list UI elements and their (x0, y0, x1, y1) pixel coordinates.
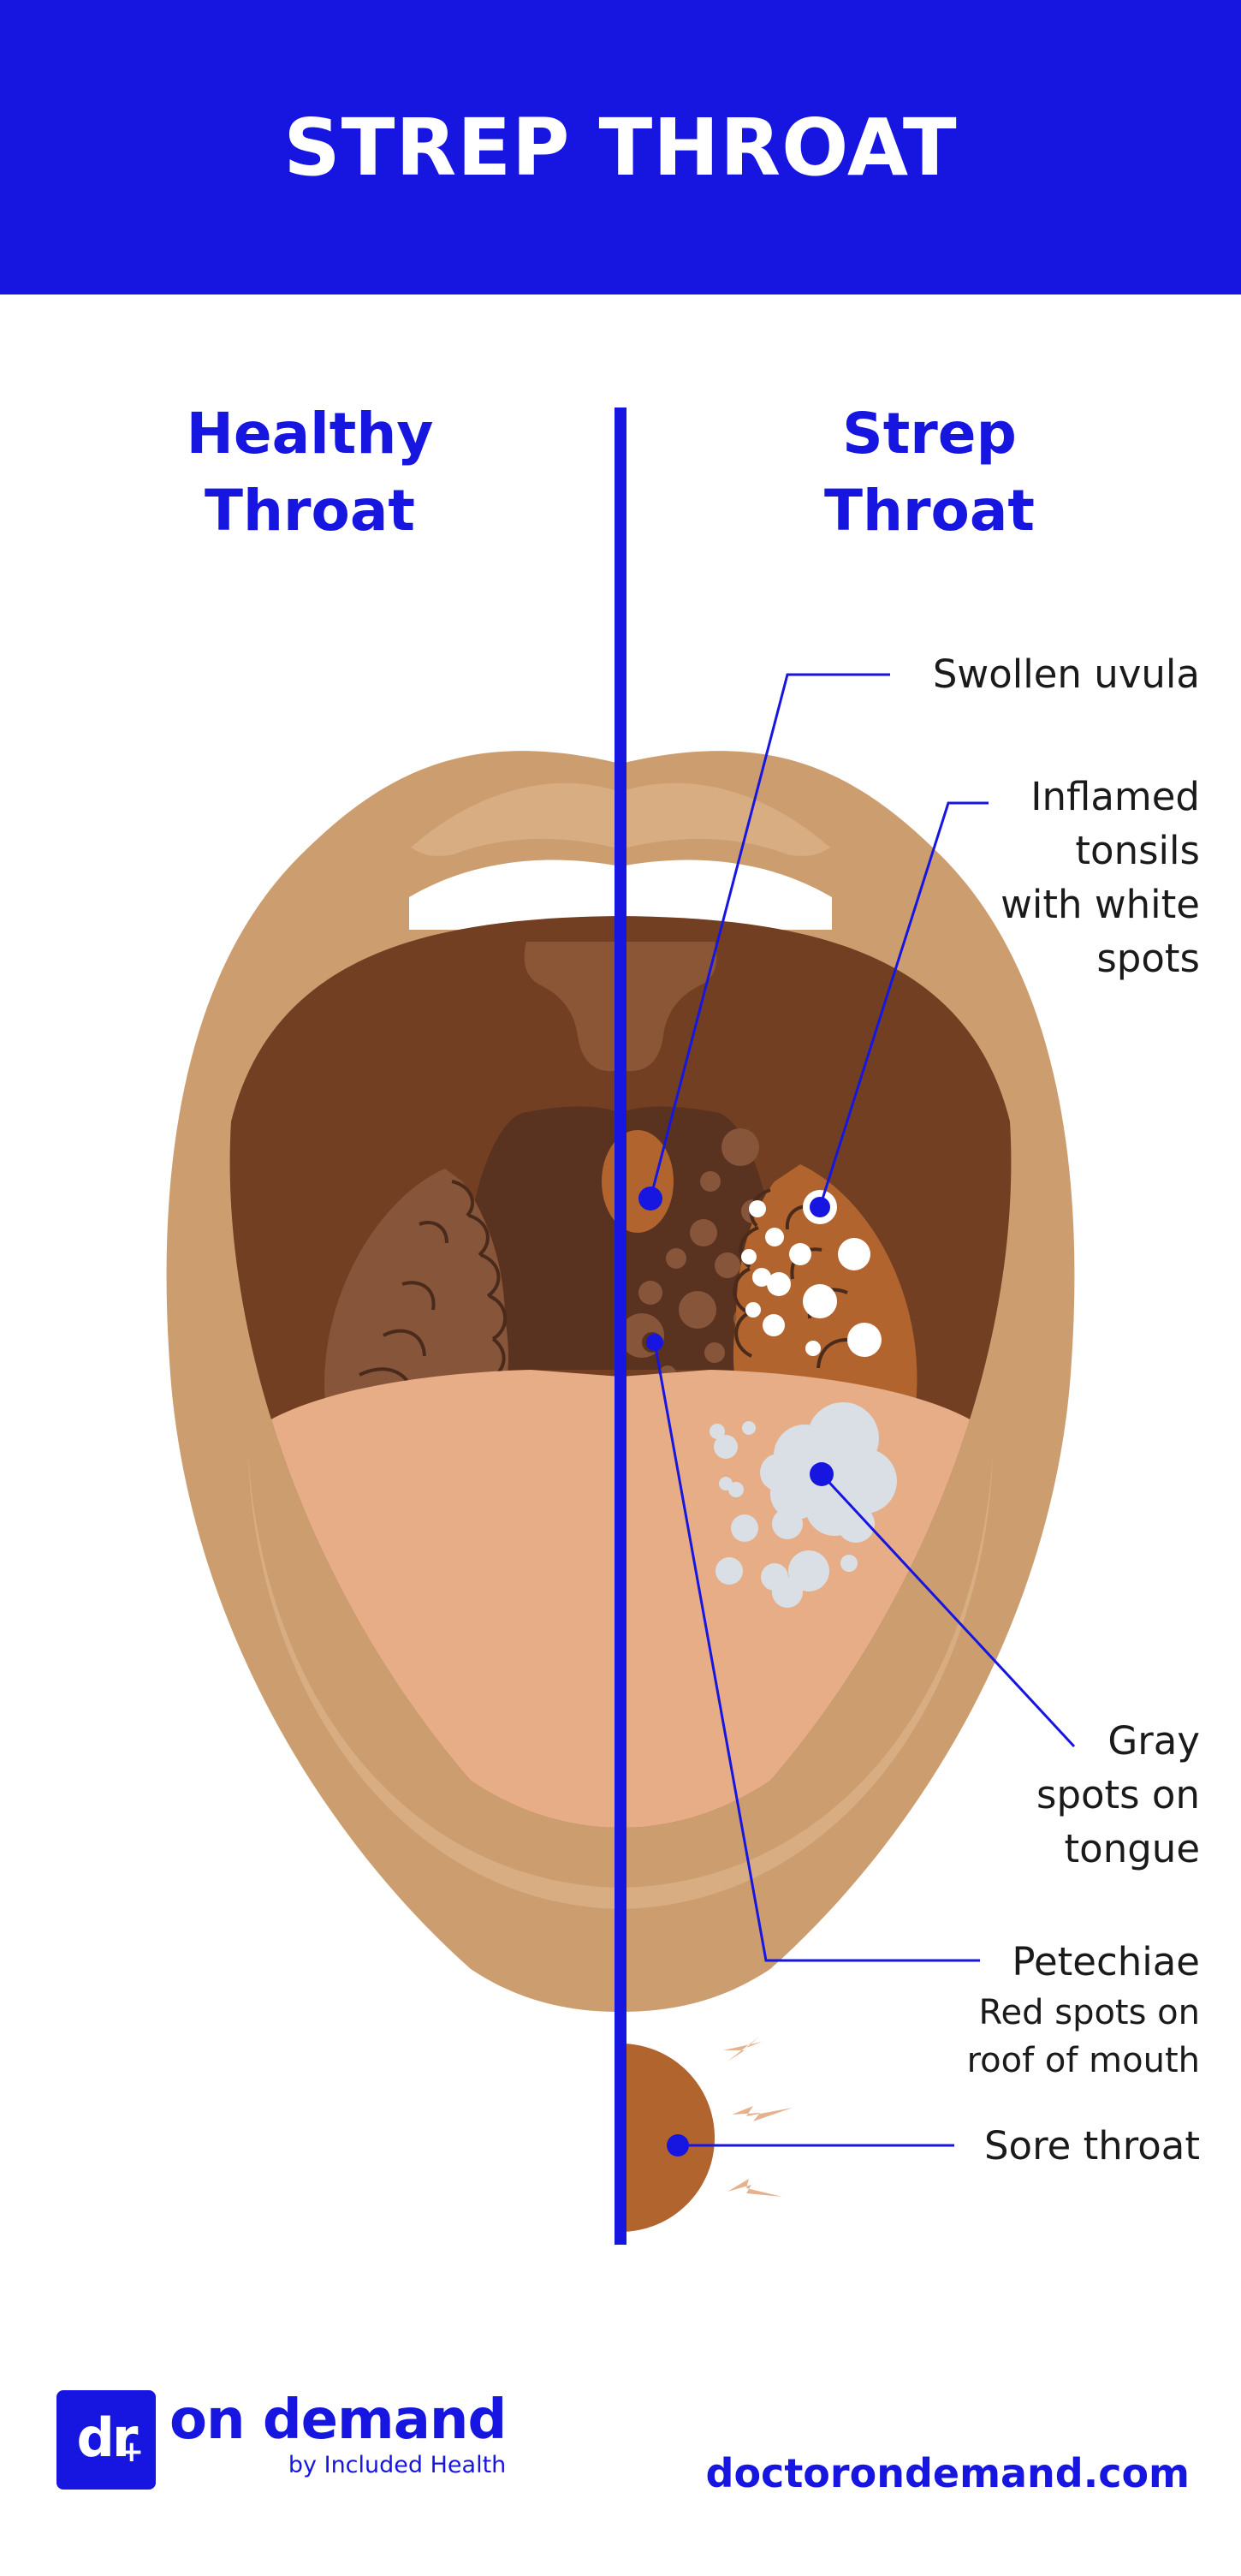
petechiae-line2: Red spots on (978, 1993, 1200, 2032)
healthy-tonsil-folds (359, 1180, 508, 1396)
tonsil-white-spots (741, 1190, 882, 1357)
logo-mark-text: dr (76, 2406, 139, 2469)
label-sore-throat: Sore throat (984, 2119, 1200, 2173)
callout-gray-spots (820, 1472, 1076, 1748)
callout-swollen-uvula (649, 673, 890, 1199)
gray-spots-line2: spots on (1036, 1772, 1200, 1817)
healthy-throat-title: Healthy Throat (96, 396, 524, 550)
label-swollen-uvula: Swollen uvula (933, 647, 1200, 701)
callout-lines (649, 673, 1076, 2147)
inflamed-tonsils-line3: with white (1001, 882, 1200, 927)
brand-logo[interactable]: dr + on demand by Included Health (56, 2389, 507, 2493)
logo-plus: + (119, 2435, 145, 2469)
inflamed-tonsils-line2: tonsils (1075, 828, 1200, 873)
logo-sub-text: by Included Health (288, 2452, 507, 2478)
callout-dots (638, 1187, 834, 2157)
dot-sore-throat (667, 2134, 689, 2157)
gray-spots-line3: tongue (1064, 1826, 1200, 1871)
healthy-title-line1: Healthy (186, 401, 434, 467)
swollen-uvula (620, 942, 717, 1072)
gray-spots-line1: Gray (1107, 1718, 1200, 1764)
healthy-uvula (524, 942, 620, 1072)
header-banner: STREP THROAT (0, 0, 1241, 294)
website-link[interactable]: doctorondemand.com (705, 2450, 1190, 2496)
pain-spark-icon (723, 2036, 793, 2197)
callout-inflamed-tonsils (818, 801, 989, 1208)
label-petechiae: Petechiae Red spots on roof of mouth (967, 1935, 1200, 2085)
inflamed-tonsils-line4: spots (1096, 936, 1200, 981)
strep-throat-title: Strep Throat (716, 396, 1143, 550)
dot-swollen-uvula (638, 1187, 662, 1211)
callout-petechiae (653, 1342, 980, 1962)
logo-mark: dr + (56, 2390, 156, 2490)
sore-throat-text: Sore throat (983, 2123, 1200, 2168)
petechiae-title: Petechiae (1012, 1939, 1200, 1984)
strep-title-line1: Strep (842, 401, 1017, 467)
logo-main-text: on demand (169, 2389, 507, 2452)
page-title: STREP THROAT (283, 101, 958, 193)
label-inflamed-tonsils: Inflamed tonsils with white spots (1001, 770, 1200, 985)
healthy-tonsil (324, 1169, 509, 1404)
dot-petechiae (646, 1334, 663, 1351)
label-gray-spots: Gray spots on tongue (1036, 1714, 1200, 1876)
gray-tongue-spots (710, 1402, 897, 1608)
strep-title-line2: Throat (824, 478, 1035, 544)
dot-gray-spots (810, 1462, 834, 1486)
dot-inflamed-tonsils (810, 1197, 830, 1217)
logo-wordmark: on demand by Included Health (169, 2389, 507, 2478)
swollen-uvula-text: Swollen uvula (932, 651, 1200, 697)
inflamed-tonsils-line1: Inflamed (1030, 774, 1200, 819)
center-divider (615, 408, 626, 2245)
swollen-uvula-tip (602, 1130, 674, 1233)
sore-throat-circle (620, 2044, 715, 2232)
petechiae-line3: roof of mouth (966, 2041, 1200, 2080)
healthy-title-line2: Throat (205, 478, 415, 544)
